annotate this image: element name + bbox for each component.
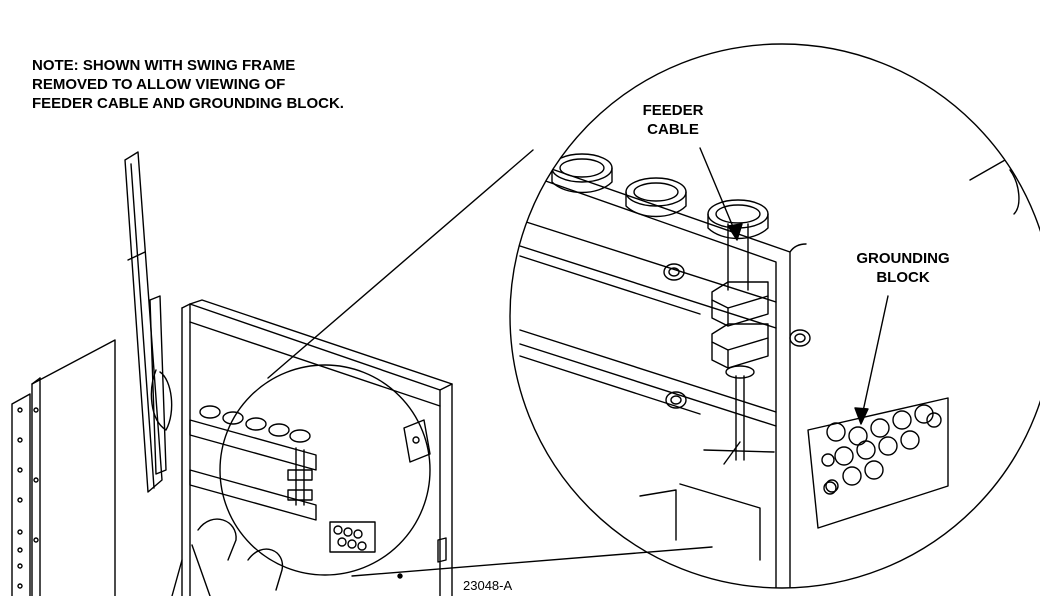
figure-number: 23048-A <box>463 578 513 593</box>
feeder-cable-arrow <box>699 147 743 241</box>
note-text: NOTE: SHOWN WITH SWING FRAME REMOVED TO … <box>32 56 452 113</box>
note-line-3: FEEDER CABLE AND GROUNDING BLOCK. <box>32 95 344 112</box>
feeder-cable-label: FEEDER CABLE <box>628 101 718 139</box>
grounding-block-label: GROUNDING BLOCK <box>838 249 968 287</box>
grounding-label-line-1: GROUNDING <box>856 250 950 267</box>
cabinet-overview <box>11 151 453 596</box>
note-line-2: REMOVED TO ALLOW VIEWING OF <box>32 76 286 93</box>
magnified-detail <box>519 139 1040 588</box>
grounding-label-line-2: BLOCK <box>876 269 930 286</box>
grounding-block-arrow <box>854 295 889 425</box>
magnify-line-bottom <box>351 546 713 577</box>
detail-circle-large <box>509 43 1040 589</box>
grounding-block-detail <box>807 397 949 529</box>
knockout-nut-2 <box>625 177 687 218</box>
cabinet-body <box>181 303 191 596</box>
detail-circle-small <box>219 364 431 576</box>
note-line-1: NOTE: SHOWN WITH SWING FRAME <box>32 57 296 74</box>
door-panel <box>124 151 163 493</box>
magnify-line-top <box>267 149 534 379</box>
feeder-label-line-2: CABLE <box>647 121 699 138</box>
left-rail <box>11 393 31 596</box>
feeder-cable-assembly <box>703 223 775 465</box>
feeder-label-line-1: FEEDER <box>642 102 704 119</box>
